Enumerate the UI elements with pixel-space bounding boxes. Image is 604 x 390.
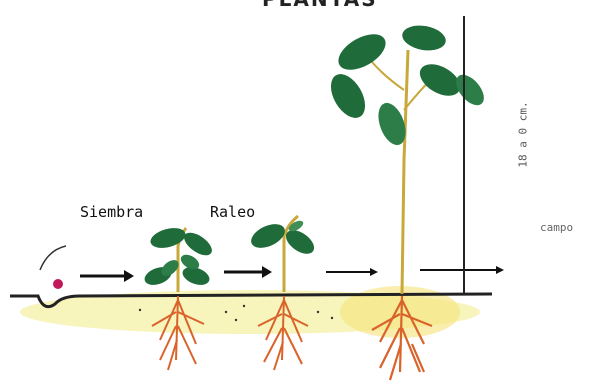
label-campo: campo: [540, 221, 573, 234]
seedling-plant: [142, 225, 216, 292]
arrow-4: [420, 266, 504, 274]
label-height: 18 a 0 cm.: [517, 90, 530, 180]
seed-hook: [40, 246, 66, 270]
arrow-3: [326, 268, 378, 276]
thinned-plant: [247, 216, 318, 292]
seed: [53, 279, 63, 289]
label-raleo: Raleo: [210, 203, 255, 221]
label-siembra: Siembra: [80, 203, 143, 221]
diagram-title: PLANTAS: [262, 0, 378, 11]
arrow-2: [224, 266, 272, 278]
arrow-1: [80, 270, 134, 282]
